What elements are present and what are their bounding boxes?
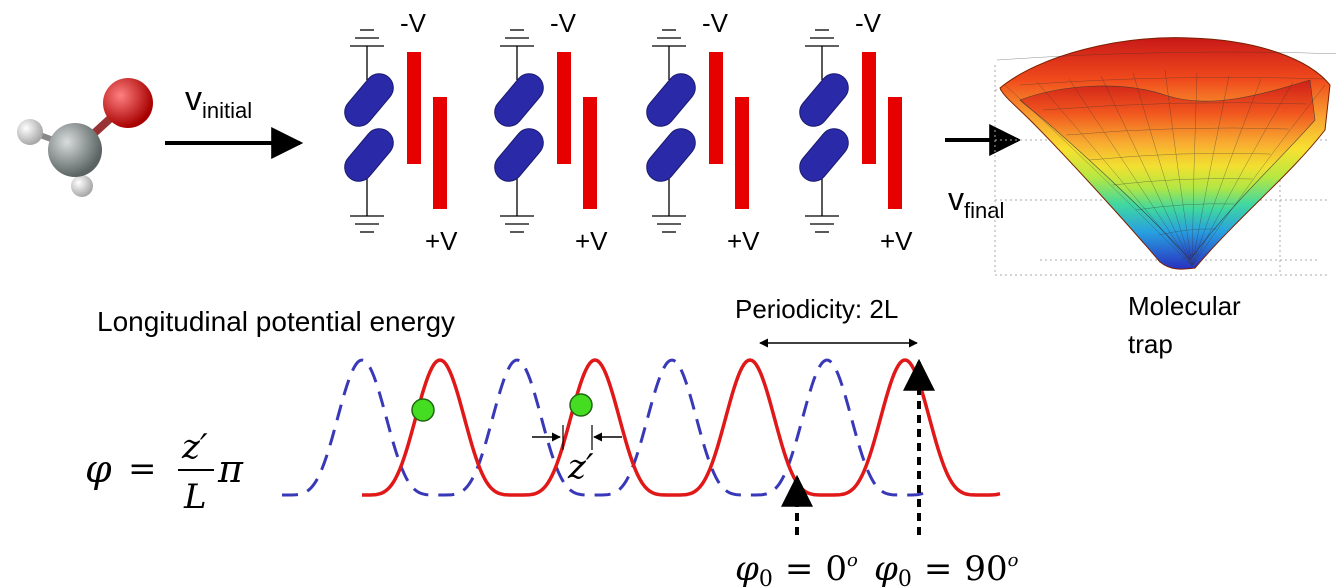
negative-voltage-label: -V xyxy=(550,8,577,38)
positive-voltage-label: +V xyxy=(880,226,913,256)
rod-electrode xyxy=(646,73,696,127)
molecular-trap-surface xyxy=(994,37,1336,276)
decelerator-stage: -V +V xyxy=(494,8,608,256)
decelerator-stage: -V +V xyxy=(799,8,913,256)
rod-electrode xyxy=(799,128,849,182)
molecule-icon xyxy=(17,78,153,197)
negative-voltage-label: -V xyxy=(702,8,729,38)
negative-voltage-label: -V xyxy=(855,8,882,38)
hydrogen-atom-icon xyxy=(71,175,93,197)
v-final-label: vfinal xyxy=(948,181,1004,223)
oxygen-atom-icon xyxy=(103,78,153,128)
molecule-dot-icon xyxy=(569,393,593,417)
decelerator-stage: -V +V xyxy=(344,8,458,256)
periodicity-label: Periodicity: 2L xyxy=(735,294,898,324)
positive-electrode xyxy=(583,97,597,209)
v-initial-label: vinitial xyxy=(185,80,252,123)
phase-label-90: φ0=90o xyxy=(874,549,1019,588)
svg-text:φ: φ xyxy=(85,447,112,491)
trap-label-line2: trap xyxy=(1128,329,1173,359)
solid-potential-curve xyxy=(362,358,1001,497)
rod-electrode xyxy=(494,73,544,127)
phase-equation: φ = z′ L π xyxy=(85,427,244,517)
rod-electrode xyxy=(799,73,849,127)
positive-voltage-label: +V xyxy=(425,226,458,256)
hydrogen-atom-icon xyxy=(17,119,43,145)
potential-title: Longitudinal potential energy xyxy=(97,306,455,337)
negative-electrode xyxy=(862,52,876,164)
negative-voltage-label: -V xyxy=(400,8,427,38)
svg-text:z′: z′ xyxy=(181,427,208,467)
dashed-potential-curve xyxy=(282,358,931,497)
svg-text:π: π xyxy=(217,447,244,491)
rod-electrode xyxy=(344,128,394,182)
negative-electrode xyxy=(709,52,723,164)
svg-text:φ0=90o: φ0=90o xyxy=(874,549,1019,588)
svg-text:L: L xyxy=(183,477,207,517)
phase-label-0: φ0=0o xyxy=(735,549,858,588)
svg-text:=: = xyxy=(128,449,157,489)
rod-electrode xyxy=(344,73,394,127)
z-prime-label: z′ xyxy=(567,447,594,487)
positive-voltage-label: +V xyxy=(727,226,760,256)
negative-electrode xyxy=(407,52,421,164)
positive-electrode xyxy=(735,97,749,209)
positive-voltage-label: +V xyxy=(575,226,608,256)
negative-electrode xyxy=(557,52,571,164)
rod-electrode xyxy=(646,128,696,182)
decelerator-stages: -V +V -V +V -V +V -V +V xyxy=(344,8,913,256)
positive-electrode xyxy=(433,97,447,209)
svg-text:φ0=0o: φ0=0o xyxy=(735,549,858,588)
rod-electrode xyxy=(494,128,544,182)
positive-electrode xyxy=(888,97,902,209)
molecule-dot-icon xyxy=(411,398,435,422)
decelerator-stage: -V +V xyxy=(646,8,760,256)
trap-label-line1: Molecular xyxy=(1128,291,1241,321)
carbon-atom-icon xyxy=(48,123,102,177)
